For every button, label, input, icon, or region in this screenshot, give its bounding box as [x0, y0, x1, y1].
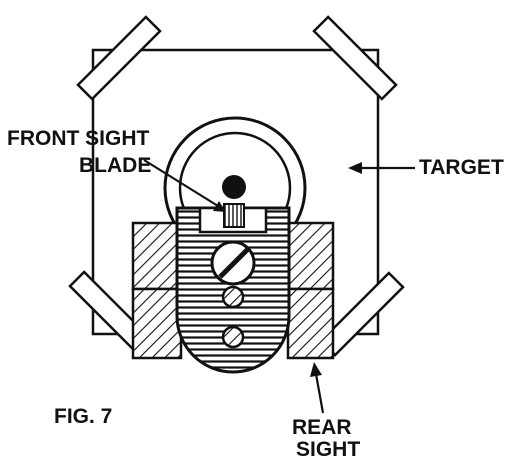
label-arrows [143, 159, 415, 414]
target-label: TARGET [419, 156, 504, 179]
rear-sight-label-line1: REAR [292, 416, 352, 439]
corner-clip-top-right [312, 15, 398, 101]
front-sight-label-line1: FRONT SIGHT [7, 127, 150, 150]
rear-sight-left-lower [131, 287, 183, 360]
rear-sight-label-line2: SIGHT [296, 438, 361, 461]
figure-caption: FIG. 7 [54, 405, 113, 428]
target-bullseye [222, 175, 246, 199]
elevation-screw [221, 285, 245, 309]
front-sight-label-line2: BLADE [79, 154, 152, 177]
target-corner-clips [68, 15, 405, 357]
rear-sight-left-upper [131, 221, 183, 291]
rear-sight-right-lower [286, 287, 335, 360]
rear-sight-right-upper [286, 221, 335, 291]
front-sight-arrow [143, 159, 226, 212]
target-arrow [348, 162, 415, 174]
front-sight-blade [223, 203, 245, 228]
corner-clip-top-left [76, 15, 162, 101]
rear-sight-arrow [310, 362, 325, 414]
mount-screw [221, 325, 245, 349]
